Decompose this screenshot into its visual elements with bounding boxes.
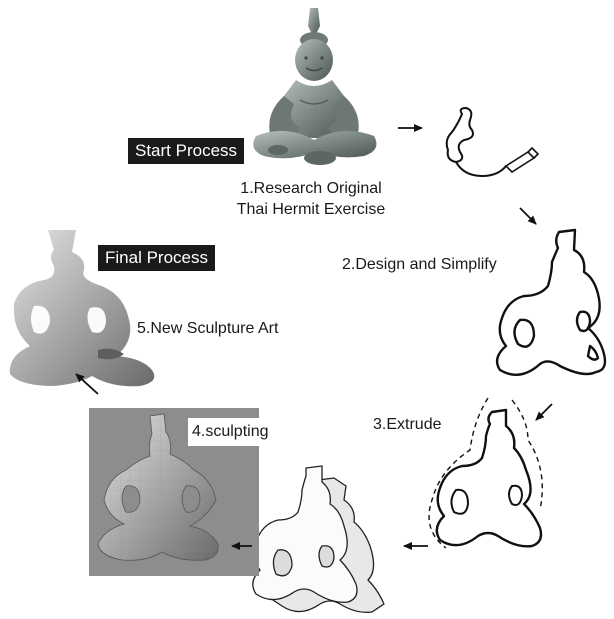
extruded-solid-render: [253, 466, 384, 612]
step-1-label-line2: Thai Hermit Exercise: [220, 199, 402, 220]
step-4-label: 4.sculpting: [192, 421, 269, 442]
final-process-tag: Final Process: [98, 245, 215, 271]
step-2-label: 2.Design and Simplify: [342, 254, 497, 275]
hermit-statue-image: [253, 8, 376, 165]
step-1-label: 1.Research Original Thai Hermit Exercise: [220, 178, 402, 220]
start-process-tag: Start Process: [128, 138, 244, 164]
arrow-sketch-to-2: [520, 208, 536, 224]
extrude-outline-drawing: [429, 398, 542, 548]
simplified-outline-drawing: [497, 230, 605, 375]
sketch-outline-with-pen: [447, 108, 538, 176]
step-3-label: 3.Extrude: [373, 414, 441, 435]
step-5-label: 5.New Sculpture Art: [137, 318, 278, 339]
step-1-label-line1: 1.Research Original: [220, 178, 402, 199]
arrow-2-to-3: [536, 404, 552, 420]
